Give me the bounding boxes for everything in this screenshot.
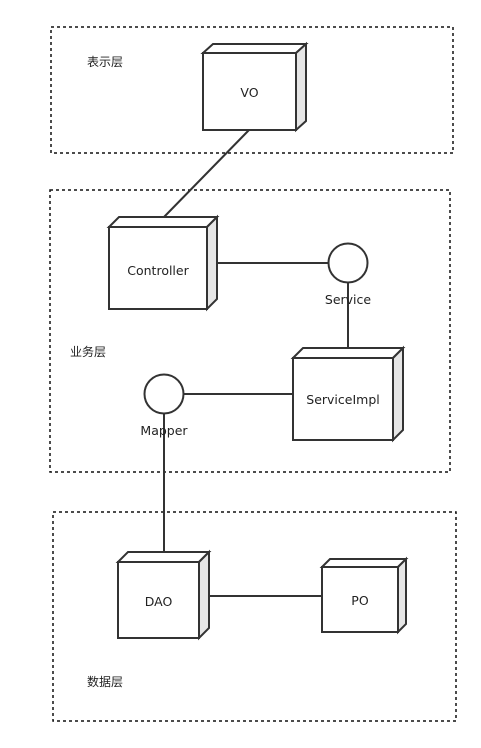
business-layer-boundary [49,189,451,473]
presentation-layer-boundary [50,26,454,154]
vo-label: VO [240,85,258,100]
service-interface: Service [325,242,372,307]
presentation-layer-label: 表示层 [87,55,123,69]
serviceimpl-node: ServiceImpl [290,345,406,443]
data-layer-label: 数据层 [87,674,123,689]
business-layer-label: 业务层 [70,344,106,359]
service-interface-label: Service [325,292,372,307]
controller-label: Controller [127,263,189,278]
po-node: PO [319,556,409,635]
dao-node: DAO [115,549,212,641]
connector-vo-controller [163,129,250,218]
mapper-interface-label: Mapper [140,423,188,438]
controller-node: Controller [106,214,220,312]
vo-node: VO [200,41,309,133]
po-label: PO [351,593,369,608]
dao-label: DAO [145,594,173,609]
mapper-interface: Mapper [140,373,188,438]
serviceimpl-label: ServiceImpl [306,392,379,407]
